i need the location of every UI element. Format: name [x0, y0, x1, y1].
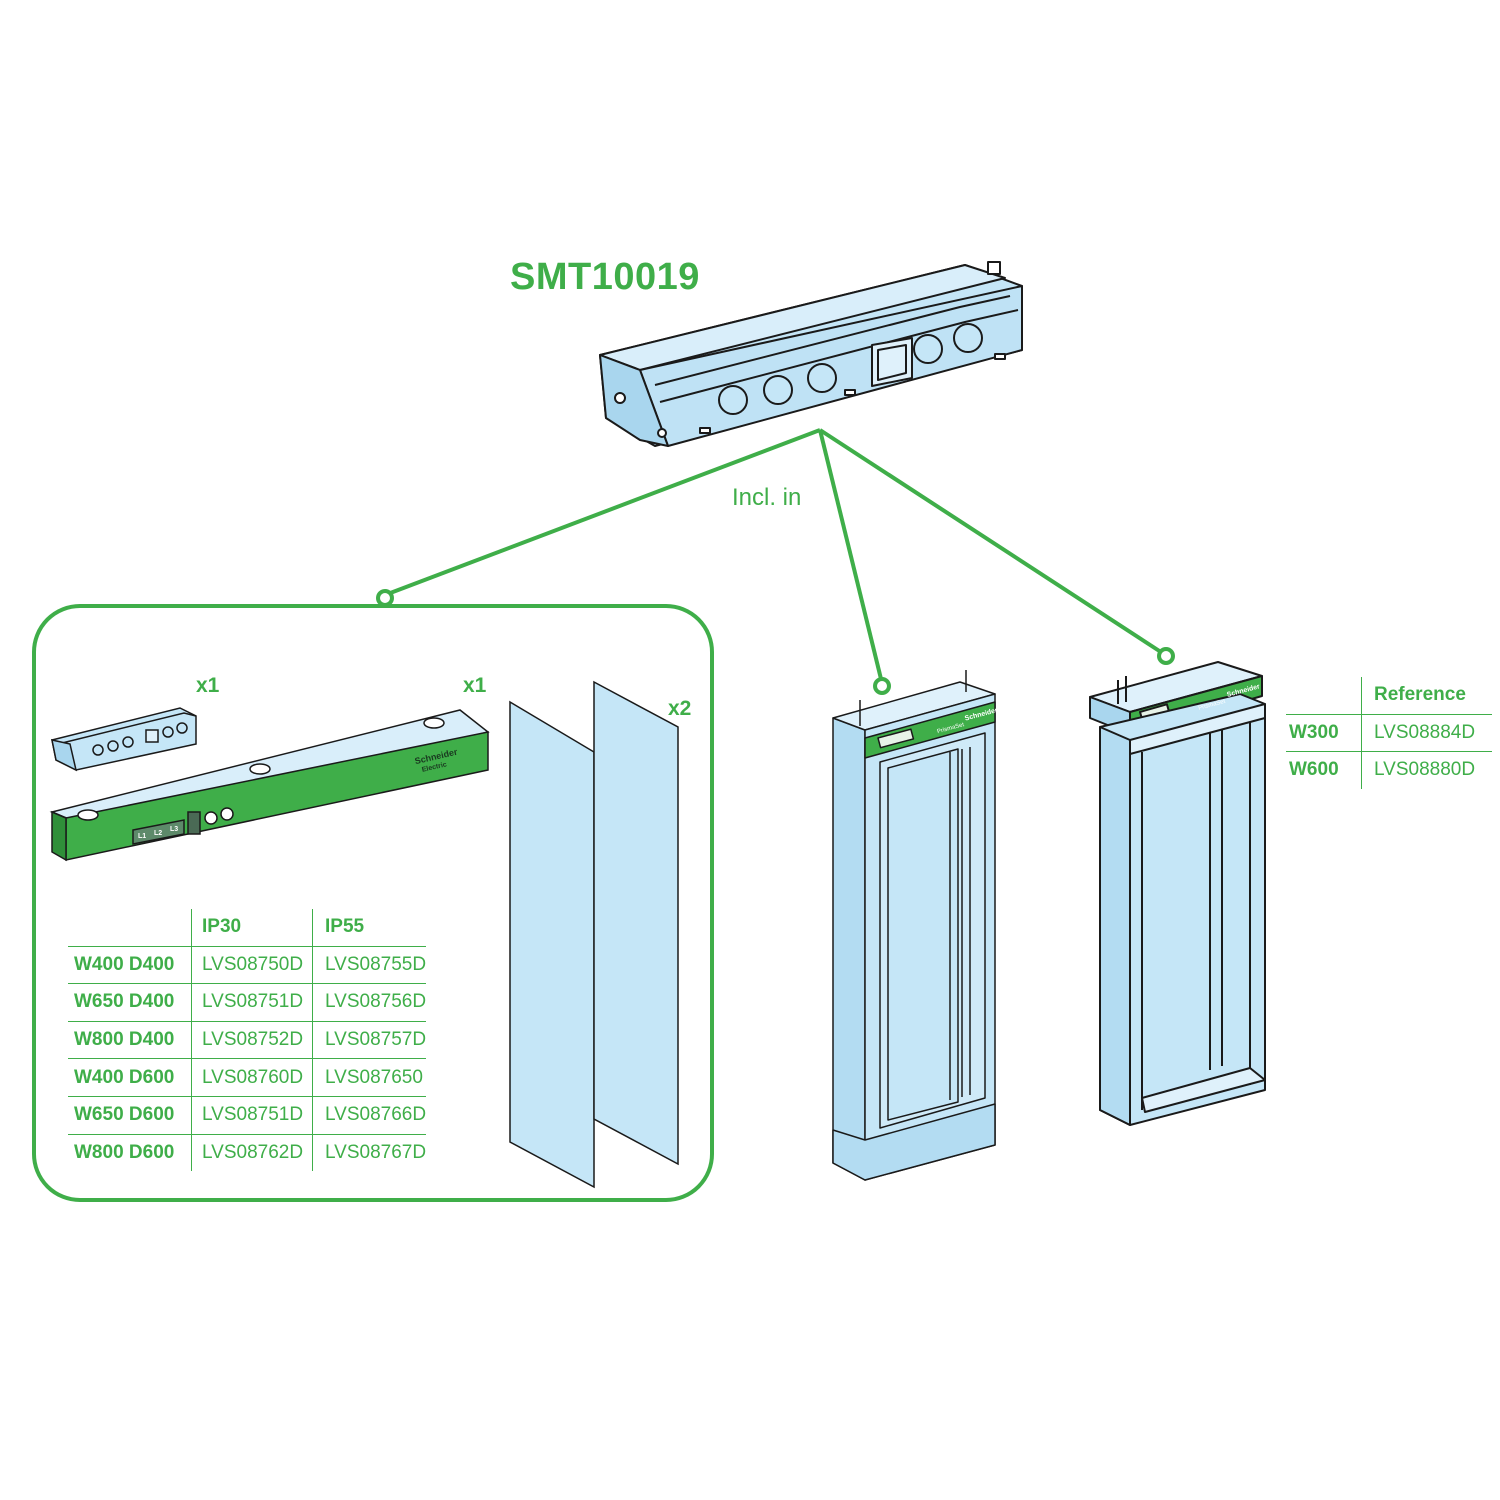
row-label: W400 D600 [68, 1058, 192, 1097]
table-row: W800 D400 LVS08752D LVS08757D [68, 1020, 427, 1059]
ip55-reference: LVS08755D [312, 945, 427, 984]
ip30-reference: LVS08762D [191, 1133, 313, 1172]
connector-lines [384, 428, 1166, 684]
kit-module-illustration [51, 707, 197, 772]
row-label: W800 D400 [68, 1020, 192, 1059]
table-header-ip55: IP55 [312, 909, 427, 947]
kit-roof-bar-illustration [49, 709, 490, 862]
kit-reference-table: IP30 IP55 W400 D400 LVS08750D LVS08755D … [68, 909, 427, 1172]
ip30-reference: LVS08751D [191, 983, 313, 1022]
ip55-reference: LVS08757D [312, 1020, 427, 1059]
ip30-reference: LVS08760D [191, 1058, 313, 1097]
frame-reference-table: Reference W300 LVS08884D W600 LVS08880D [1286, 677, 1492, 789]
ip30-reference: LVS08750D [191, 945, 313, 984]
table-header-blank [1286, 677, 1362, 714]
qty-side-panels: x2 [668, 697, 692, 720]
row-label: W600 [1286, 751, 1362, 789]
side-panel-front [593, 680, 679, 1166]
connector-to-kit [384, 428, 821, 597]
kit-side-panels-illustration [509, 680, 679, 1189]
ip55-reference: LVS08756D [312, 983, 427, 1022]
table-row: W650 D600 LVS08751D LVS08766D [68, 1095, 427, 1135]
reference-value: LVS08884D [1361, 713, 1492, 752]
table-row: W600 LVS08880D [1286, 751, 1492, 789]
connector-dot-frame [1157, 647, 1175, 665]
table-row: W650 D400 LVS08751D LVS08756D [68, 983, 427, 1022]
row-label: W650 D400 [68, 983, 192, 1022]
ip30-reference: LVS08752D [191, 1020, 313, 1059]
table-row: W800 D600 LVS08762D LVS08767D [68, 1133, 427, 1172]
table-header-blank [68, 909, 192, 946]
product-code-title: SMT10019 [510, 256, 700, 298]
table-header-reference: Reference [1361, 677, 1492, 715]
frame-illustration [1089, 661, 1266, 1126]
qty-module: x1 [196, 674, 220, 697]
table-row: W400 D600 LVS08760D LVS087650 [68, 1058, 427, 1097]
connector-to-frame [818, 428, 1166, 656]
ip55-reference: LVS08766D [312, 1095, 427, 1135]
phase-label-1: L1 [138, 833, 146, 840]
connector-to-enclosure [818, 429, 884, 684]
incl-in-label: Incl. in [732, 484, 802, 511]
main-module-illustration [599, 261, 1023, 447]
kit-frame [32, 604, 714, 1202]
phase-labels: L1 L2 L3 [138, 826, 178, 840]
phase-label-2: L2 [154, 830, 162, 837]
ip55-reference: LVS08767D [312, 1133, 427, 1172]
ip55-reference: LVS087650 [312, 1058, 427, 1097]
reference-value: LVS08880D [1361, 751, 1492, 789]
connector-dot-enclosure [873, 677, 891, 695]
table-header-ip30: IP30 [191, 909, 313, 947]
row-label: W800 D600 [68, 1133, 192, 1172]
side-panel-back [509, 700, 595, 1189]
row-label: W650 D600 [68, 1095, 192, 1135]
row-label: W400 D400 [68, 945, 192, 984]
connector-dot-kit [376, 589, 394, 607]
enclosure-illustration [832, 670, 996, 1181]
ip30-reference: LVS08751D [191, 1095, 313, 1135]
qty-roof-bar: x1 [463, 674, 487, 697]
table-row: W300 LVS08884D [1286, 713, 1492, 752]
table-row: W400 D400 LVS08750D LVS08755D [68, 945, 427, 984]
phase-label-3: L3 [170, 826, 178, 833]
row-label: W300 [1286, 713, 1362, 752]
